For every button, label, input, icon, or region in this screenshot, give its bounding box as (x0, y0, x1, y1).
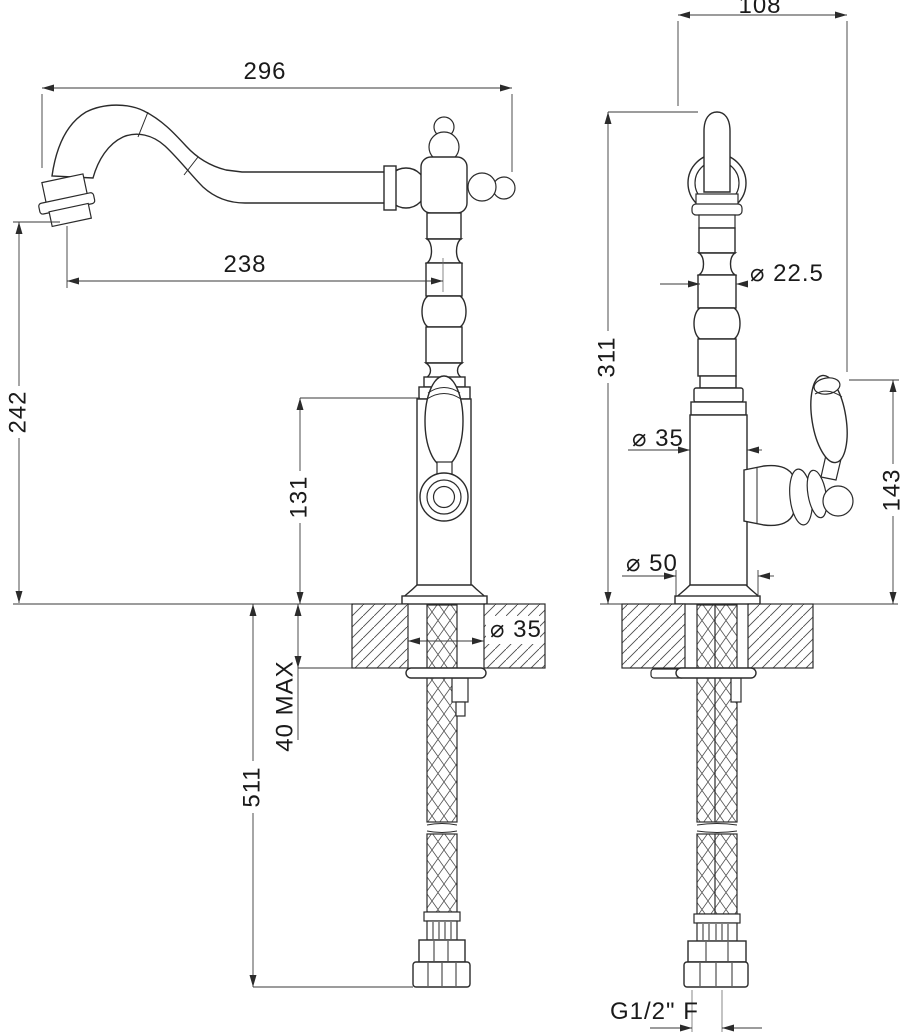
front-base-plate (401, 595, 488, 605)
dim-text-column-diameter: ⌀ 22.5 (750, 260, 824, 287)
front-mounting-washer (405, 667, 487, 679)
side-outlet-boss (743, 464, 795, 527)
dim-text-hole-diameter: ⌀ 35 (490, 616, 542, 643)
side-counter-section (600, 603, 898, 669)
front-column (421, 212, 467, 379)
dim-overall-height: 311 (593, 111, 698, 604)
front-spout-outlet (38, 173, 96, 228)
dim-text-overall-height: 311 (593, 336, 620, 377)
dim-spout-projection: 238 (66, 226, 444, 292)
side-supply-hoses (650, 604, 757, 988)
front-view: 296 238 242 131 (4, 58, 546, 988)
dim-connection-thread: G1/2" F (610, 990, 762, 1032)
side-view: 108 311 ⌀ 22.5 ⌀ 35 (593, 0, 900, 1032)
dim-lever-top-height: 131 (285, 397, 420, 604)
dim-body-diameter: ⌀ 35 (628, 425, 762, 454)
front-lever-handle (419, 375, 469, 522)
dim-text-overall-depth: 108 (738, 0, 781, 19)
side-mounting-washer (675, 667, 757, 679)
front-cross-body (420, 156, 468, 214)
dim-text-overall-reach: 296 (243, 58, 286, 85)
dim-column-diameter: ⌀ 22.5 (660, 260, 824, 288)
dim-handle-height: 143 (849, 379, 900, 604)
side-spout-top (687, 111, 747, 229)
side-column (693, 227, 741, 389)
front-hose-nut-small (418, 939, 466, 963)
dim-deck-thickness: 40 MAX (271, 604, 302, 752)
side-body (674, 387, 854, 605)
front-mounting-stud (451, 677, 469, 703)
side-base-plate (674, 595, 761, 605)
front-supply-hose (405, 604, 487, 988)
dim-base-diameter: ⌀ 50 (622, 550, 774, 597)
front-spout (38, 104, 516, 228)
dim-spout-outlet-height: 242 (4, 221, 60, 603)
dim-hole-diameter: ⌀ 35 (408, 616, 542, 645)
dim-text-handle-height: 143 (878, 468, 900, 511)
dim-overall-depth: 108 (677, 0, 848, 372)
dim-text-deck-thickness: 40 MAX (271, 660, 298, 751)
dim-text-spout-projection: 238 (223, 251, 266, 278)
dim-text-hose-drop: 511 (238, 766, 265, 807)
dim-text-spout-outlet-height: 242 (4, 390, 31, 433)
dim-overall-reach: 296 (41, 58, 513, 172)
dim-text-lever-top-height: 131 (285, 475, 312, 518)
dim-text-base-diameter: ⌀ 50 (626, 550, 678, 577)
side-hose-nut-small (687, 940, 747, 963)
side-mounting-stud (730, 677, 742, 703)
side-lever-handle (810, 374, 848, 481)
dim-text-connection-thread: G1/2" F (610, 998, 699, 1025)
dim-hose-drop: 511 (238, 604, 413, 988)
front-counter-section (13, 603, 546, 669)
dim-text-body-diameter: ⌀ 35 (632, 425, 684, 452)
